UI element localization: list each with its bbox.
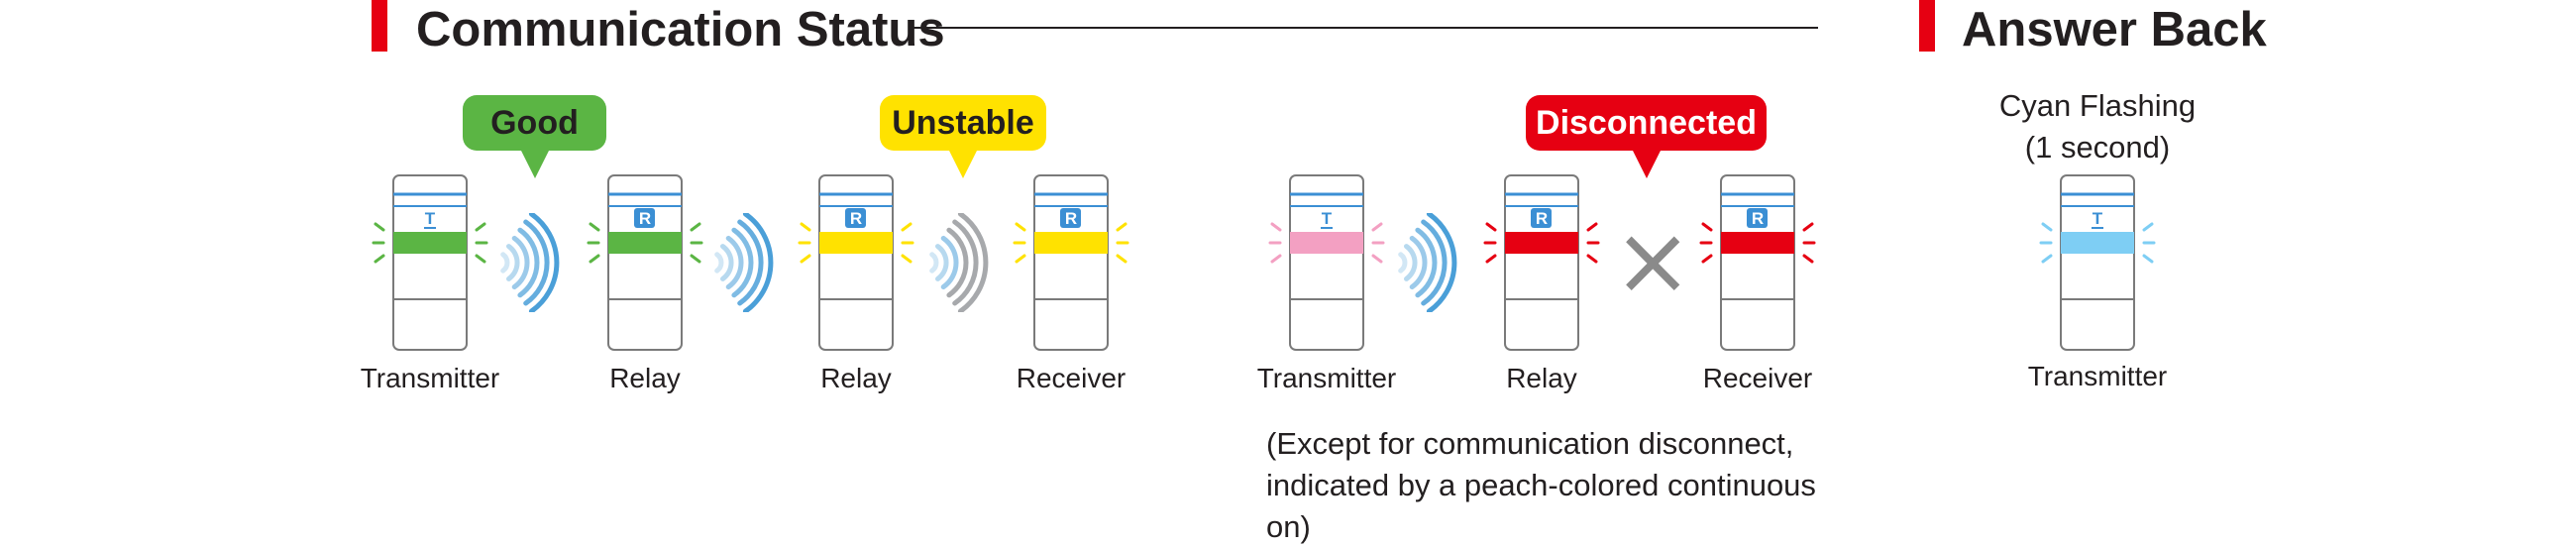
device-label: Relay [1506, 363, 1577, 393]
caption-line: Cyan Flashing [1998, 88, 2197, 123]
device-transmitter: T [1268, 172, 1385, 353]
disconnect-note: (Except for communication disconnect, in… [1266, 423, 1861, 548]
device-label: Relay [609, 363, 681, 393]
badge-icon [845, 208, 866, 228]
status-bubble-unstable: Unstable [880, 95, 1046, 178]
signal-tower-icon: R [1699, 174, 1816, 351]
signal-wave-weak-icon [926, 213, 1001, 312]
signal-tower-icon: R [1013, 174, 1129, 351]
note-line: indicated by a peach-colored continuous [1266, 468, 1816, 502]
device-label: Transmitter [2027, 361, 2168, 391]
device-label: Receiver [1702, 363, 1813, 393]
signal-tower-icon: T [2039, 174, 2156, 351]
device-badge-letter: R [1752, 209, 1764, 228]
device-relay: R [587, 172, 703, 353]
note-line: (Except for communication disconnect, [1266, 426, 1794, 461]
signal-tower-icon: R [587, 174, 703, 351]
signal-wave-icon [497, 213, 572, 312]
signal-tower-icon: R [1483, 174, 1600, 351]
device-label: Relay [820, 363, 892, 393]
section-marker-communication [372, 0, 387, 52]
answer-back-caption: Cyan Flashing (1 second) [1949, 85, 2246, 168]
device-badge-letter: R [1536, 209, 1548, 228]
section-title-communication: Communication Status [416, 3, 945, 56]
device-label: Transmitter [1256, 363, 1397, 393]
device-transmitter: T [372, 172, 488, 353]
device-receiver: R [1013, 172, 1129, 353]
badge-icon [1060, 208, 1081, 228]
status-bubble-good: Good [463, 95, 606, 178]
device-badge-letter: R [639, 209, 651, 228]
signal-tower-icon: R [798, 174, 914, 351]
status-bubble-disconnected: Disconnected [1526, 95, 1767, 178]
section-title-answer-back: Answer Back [1962, 3, 2267, 56]
device-label: Receiver [1016, 363, 1127, 393]
badge-icon [1747, 208, 1768, 228]
badge-icon [634, 208, 655, 228]
badge-icon [1531, 208, 1552, 228]
device-badge-letter: R [1065, 209, 1077, 228]
device-badge-letter: T [2093, 209, 2103, 228]
device-receiver: R [1699, 172, 1816, 353]
caption-line: (1 second) [2024, 130, 2171, 164]
signal-tower-icon: T [1268, 174, 1385, 351]
device-badge-letter: T [425, 209, 436, 228]
signal-wave-icon [1395, 213, 1469, 312]
device-badge-letter: T [1322, 209, 1333, 228]
device-relay: R [1483, 172, 1600, 353]
note-line: on) [1266, 509, 1311, 544]
section-rule [912, 27, 1818, 29]
section-marker-answer-back [1919, 0, 1935, 52]
signal-wave-icon [711, 213, 786, 312]
device-transmitter: T [2039, 172, 2156, 353]
signal-tower-icon: T [372, 174, 488, 351]
device-label: Transmitter [360, 363, 500, 393]
device-badge-letter: R [850, 209, 862, 228]
device-relay: R [798, 172, 914, 353]
disconnect-x-icon: × [1613, 205, 1693, 316]
